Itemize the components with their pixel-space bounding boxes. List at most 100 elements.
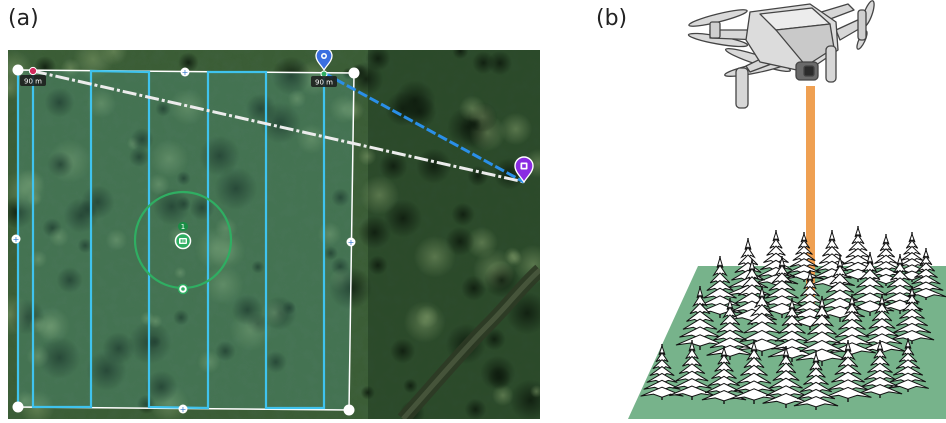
waypoint-number: 1 (181, 223, 185, 231)
canopy-patch (251, 260, 265, 274)
canopy-patch (86, 88, 117, 119)
canopy-patch (203, 264, 244, 305)
canopy-patch (105, 229, 128, 251)
tree-group (640, 226, 946, 410)
home-pin-icon[interactable] (514, 156, 534, 184)
canopy-patch (451, 202, 475, 227)
canopy-patch (458, 95, 486, 123)
canopy-patch (174, 266, 187, 279)
canopy-patch (155, 101, 171, 117)
canopy-patch (86, 350, 127, 391)
altitude-end-label: 90 m (315, 79, 333, 87)
canopy-patch (359, 175, 400, 215)
canopy-patch (264, 350, 287, 374)
canopy-patch (323, 245, 339, 261)
drone-scan-illustration (600, 0, 946, 419)
flight-plan-map-svg: + + + + 90 m 90 m 1 (0, 37, 554, 423)
tree-icon (729, 339, 779, 404)
tree-icon (889, 286, 935, 344)
canopy-patch (176, 171, 191, 186)
canopy-patch (358, 215, 392, 249)
canopy-patch (128, 146, 150, 168)
altitude-start-label: 90 m (24, 78, 42, 86)
canopy-patch (499, 112, 533, 146)
canopy-patch (44, 87, 75, 118)
canopy-patch (530, 385, 543, 398)
canopy-patch (271, 56, 311, 96)
tree-icon (675, 285, 725, 350)
canopy-patch (415, 305, 439, 329)
canopy-patch (214, 167, 258, 210)
return-route (32, 69, 525, 184)
canopy-patch (378, 151, 408, 181)
tree-icon (767, 297, 817, 362)
canopy-patch (484, 262, 520, 298)
canopy-patch (147, 173, 170, 196)
canopy-patch (367, 255, 388, 276)
canopy-patch (148, 314, 163, 329)
panel-a-label: (a) (8, 6, 39, 31)
drone-icon (687, 0, 875, 109)
canopy-patch (56, 266, 83, 294)
tree-icon (640, 344, 684, 400)
tree-icon (784, 232, 824, 282)
canopy-patch (38, 336, 81, 379)
canopy-patch (178, 52, 199, 73)
poi-camera-icon[interactable] (174, 232, 192, 250)
canopy-patch (416, 148, 452, 184)
canopy-patch (150, 139, 189, 178)
canopy-patch (403, 378, 418, 394)
canopy-patch (48, 226, 69, 248)
canopy-patch (360, 385, 375, 400)
tree-icon (762, 345, 810, 408)
canopy-patch (287, 89, 307, 108)
start-point-dot[interactable] (28, 66, 38, 76)
canopy-patch (0, 293, 32, 336)
canopy-patch (464, 398, 487, 421)
canopy-patch (357, 147, 377, 166)
canopy-patch (215, 340, 236, 362)
svg-text:+: + (348, 238, 355, 247)
canopy-patch (365, 45, 391, 71)
canopy-patch (390, 338, 416, 364)
tree-icon (701, 346, 747, 404)
canopy-patch (487, 50, 513, 76)
svg-text:+: + (180, 405, 187, 414)
tree-icon (857, 340, 903, 398)
canopy-patch (145, 370, 178, 404)
canopy-patch (77, 237, 93, 254)
canopy-patch (504, 247, 522, 265)
flight-plan-map: + + + + 90 m 90 m 1 (0, 37, 554, 423)
svg-text:+: + (13, 235, 20, 244)
tree-icon (887, 338, 929, 392)
canopy-patch (80, 185, 115, 220)
canopy-patch (282, 300, 297, 315)
canopy-patch (173, 309, 190, 326)
canopy-patch (480, 355, 516, 391)
canopy-patch (413, 235, 456, 278)
canopy-patch (169, 88, 206, 126)
canopy-patch (27, 190, 42, 206)
lidar-beam (806, 86, 815, 326)
canopy-patch (47, 151, 74, 178)
canopy-patch (207, 231, 246, 270)
takeoff-route (323, 71, 525, 184)
svg-text:+: + (182, 68, 189, 77)
canopy-patch (331, 188, 350, 207)
canopy-patch (402, 94, 437, 129)
tree-icon (793, 352, 839, 410)
tree-icon (809, 230, 855, 290)
canopy-patch (199, 135, 240, 177)
tree-icon (824, 339, 872, 402)
tree-icon (706, 297, 754, 360)
canopy-patch (148, 335, 162, 349)
waypoint-badge[interactable]: 1 (178, 222, 188, 231)
canopy-patch (60, 58, 81, 78)
canopy-patch (231, 294, 264, 326)
add-vertex-icon[interactable]: + + + + (11, 67, 356, 415)
forest-canopy (0, 37, 554, 423)
panel-b-label: (b) (596, 6, 628, 31)
canopy-patch (245, 93, 277, 124)
polygon-handles[interactable] (12, 64, 360, 416)
drone-scan-svg (628, 0, 946, 419)
